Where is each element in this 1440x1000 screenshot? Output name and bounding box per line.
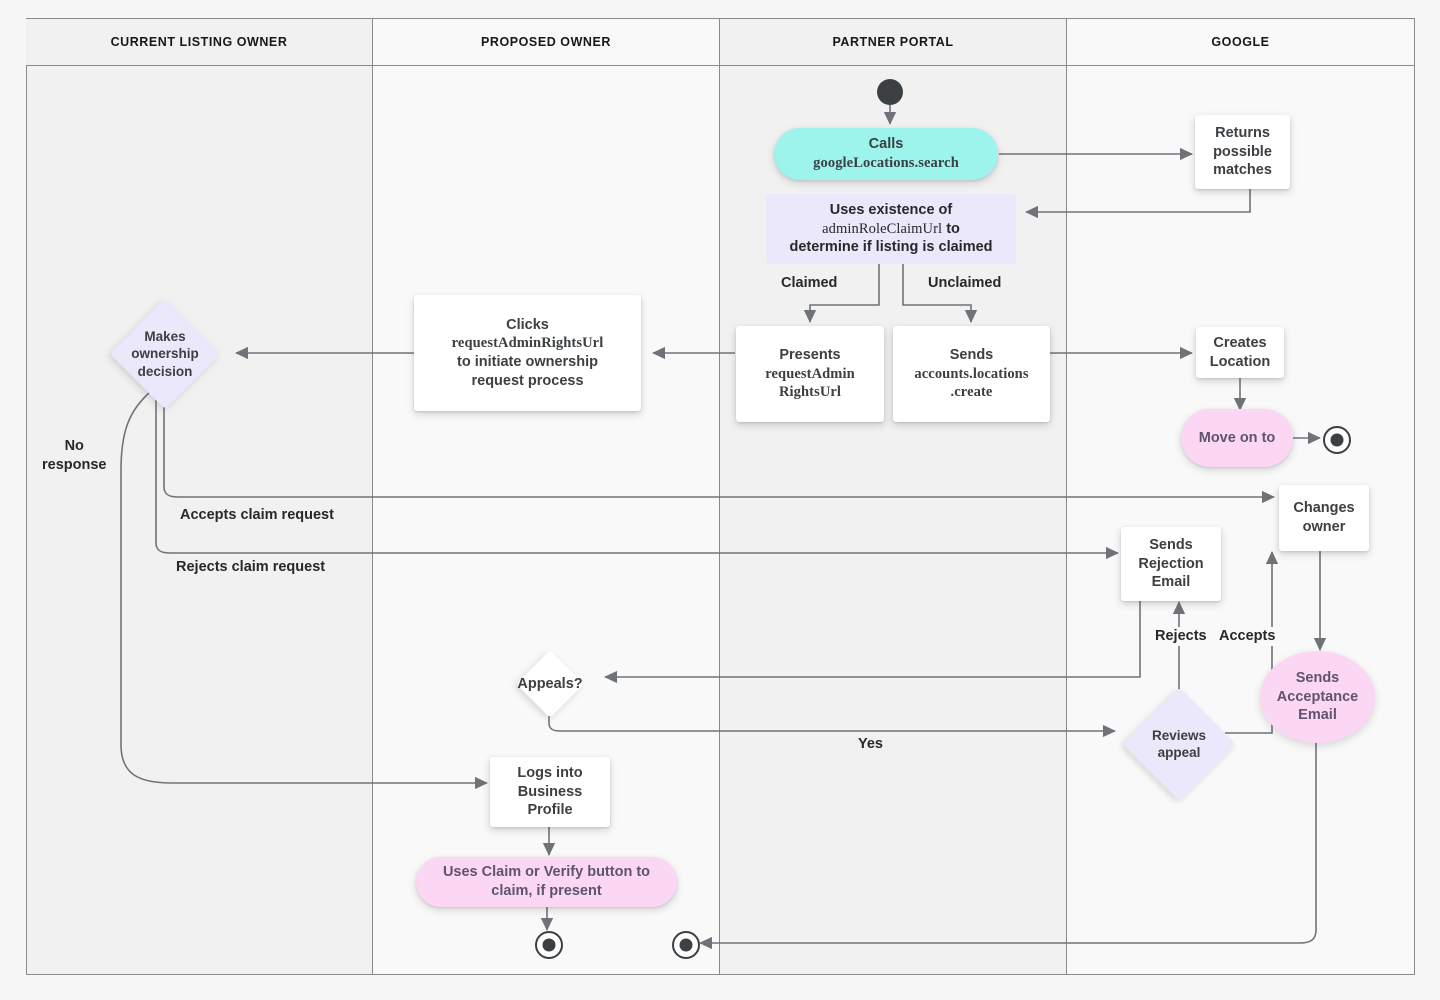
node-label: Logs into Business Profile [517,765,583,819]
node-uses-claim-or-verify-button[interactable]: Uses Claim or Verify button to claim, if… [416,857,677,907]
node-label: Sends Rejection Email [1138,537,1204,591]
edge-acceptanceemail-to-end [699,742,1317,950]
node-line-2: requestAdmin [765,365,855,382]
node-line-3: determine if listing is claimed [789,239,993,256]
edge-noresponse-to-logs [120,391,488,790]
edge-label-claimed: Claimed [781,274,838,293]
node-line-2: googleLocations.search [813,155,959,171]
node-line-4: request process [471,372,584,389]
node-line-1: Calls [868,136,904,153]
end-terminal-icon-partner-portal [672,931,700,959]
node-move-on-to[interactable]: Move on to [1181,409,1293,467]
edge-rejectionemail-to-appeals [604,600,1141,684]
lane-header-label: PARTNER PORTAL [832,35,954,49]
node-presents-requestadminrightsurl[interactable]: Presents requestAdmin RightsUrl [736,326,884,422]
node-clicks-requestadminrightsurl[interactable]: Clicks requestAdminRightsUrl to initiate… [414,295,641,411]
edge-label-unclaimed: Unclaimed [928,274,1002,293]
node-uses-existence-of-adminroleclaimurl[interactable]: Uses existence of adminRoleClaimUrl to d… [766,194,1016,264]
edge-uses-to-presents [803,264,880,323]
node-line-3: .create [950,384,993,401]
start-terminal-icon [877,79,903,105]
node-line-1: Presents [779,347,841,364]
edge-reviews-accepts [1225,551,1279,734]
node-sends-acceptance-email[interactable]: Sends Acceptance Email [1260,651,1375,743]
edge-accepts-to-changesowner [163,400,1275,504]
edge-appeals-yes-to-reviews [548,710,1116,738]
lane-header-label: CURRENT LISTING OWNER [110,35,288,49]
lane-left-border [26,18,27,975]
node-label: Sends Acceptance Email [1276,670,1359,724]
node-sends-accounts-locations-create[interactable]: Sends accounts.locations .create [893,326,1050,422]
node-makes-ownership-decision[interactable]: Makes ownership decision [109,298,221,410]
node-label: Creates Location [1209,334,1271,370]
edge-uses-to-sends-create [902,264,978,323]
node-label: Appeals? [517,675,583,692]
lane-header-proposed-owner: PROPOSED OWNER [373,18,720,66]
node-line-1: Clicks [506,316,549,333]
edge-returns-to-uses [1025,184,1251,219]
lane-header-current-listing-owner: CURRENT LISTING OWNER [26,18,373,66]
node-line-1: Sends [949,347,994,364]
end-terminal-icon-right [1323,426,1351,454]
node-sends-rejection-email[interactable]: Sends Rejection Email [1121,527,1221,601]
node-line-2-tail: to [942,220,960,237]
edge-label-accepts: Accepts [1219,627,1276,646]
edge-label-accepts-claim-request: Accepts claim request [180,506,334,525]
lane-header-google: GOOGLE [1067,18,1415,66]
node-line-2: requestAdminRightsUrl [451,335,604,352]
node-logs-into-business-profile[interactable]: Logs into Business Profile [490,757,610,827]
node-label: Move on to [1198,429,1276,446]
node-line-2: accounts.locations [914,365,1029,382]
node-changes-owner[interactable]: Changes owner [1279,485,1369,551]
node-code-token: adminRoleClaimUrl [822,220,943,237]
lane-header-label: GOOGLE [1211,35,1270,49]
node-line-1: Uses existence of [829,202,953,219]
node-line-3: to initiate ownership [457,354,598,370]
node-label: Changes owner [1293,500,1355,535]
node-creates-location[interactable]: Creates Location [1196,327,1284,378]
node-appeals-decision[interactable]: Appeals? [495,650,605,718]
node-line-3: RightsUrl [778,384,842,401]
node-calls-google-locations-search[interactable]: Calls googleLocations.search [774,128,998,180]
node-reviews-appeal[interactable]: Reviews appeal [1116,687,1242,801]
edge-label-rejects-claim-request: Rejects claim request [176,558,326,577]
lane-bottom-border [26,974,1415,975]
node-label: Returns possible matches [1213,125,1272,179]
edge-label-yes: Yes [858,735,883,754]
node-label: Uses Claim or Verify button to claim, if… [442,864,651,899]
lane-header-label: PROPOSED OWNER [481,35,611,49]
node-returns-possible-matches[interactable]: Returns possible matches [1195,115,1290,189]
node-label: Reviews appeal [1151,727,1207,760]
edge-label-rejects: Rejects [1155,627,1207,646]
node-line-2: adminRoleClaimUrl to [822,220,960,239]
node-label: Makes ownership decision [131,329,199,379]
edge-label-no-response: No response [42,437,107,475]
lane-header-partner-portal: PARTNER PORTAL [720,18,1067,66]
edge-rejects-to-rejectionemail [155,400,1119,560]
end-terminal-icon-proposed-owner [535,931,563,959]
